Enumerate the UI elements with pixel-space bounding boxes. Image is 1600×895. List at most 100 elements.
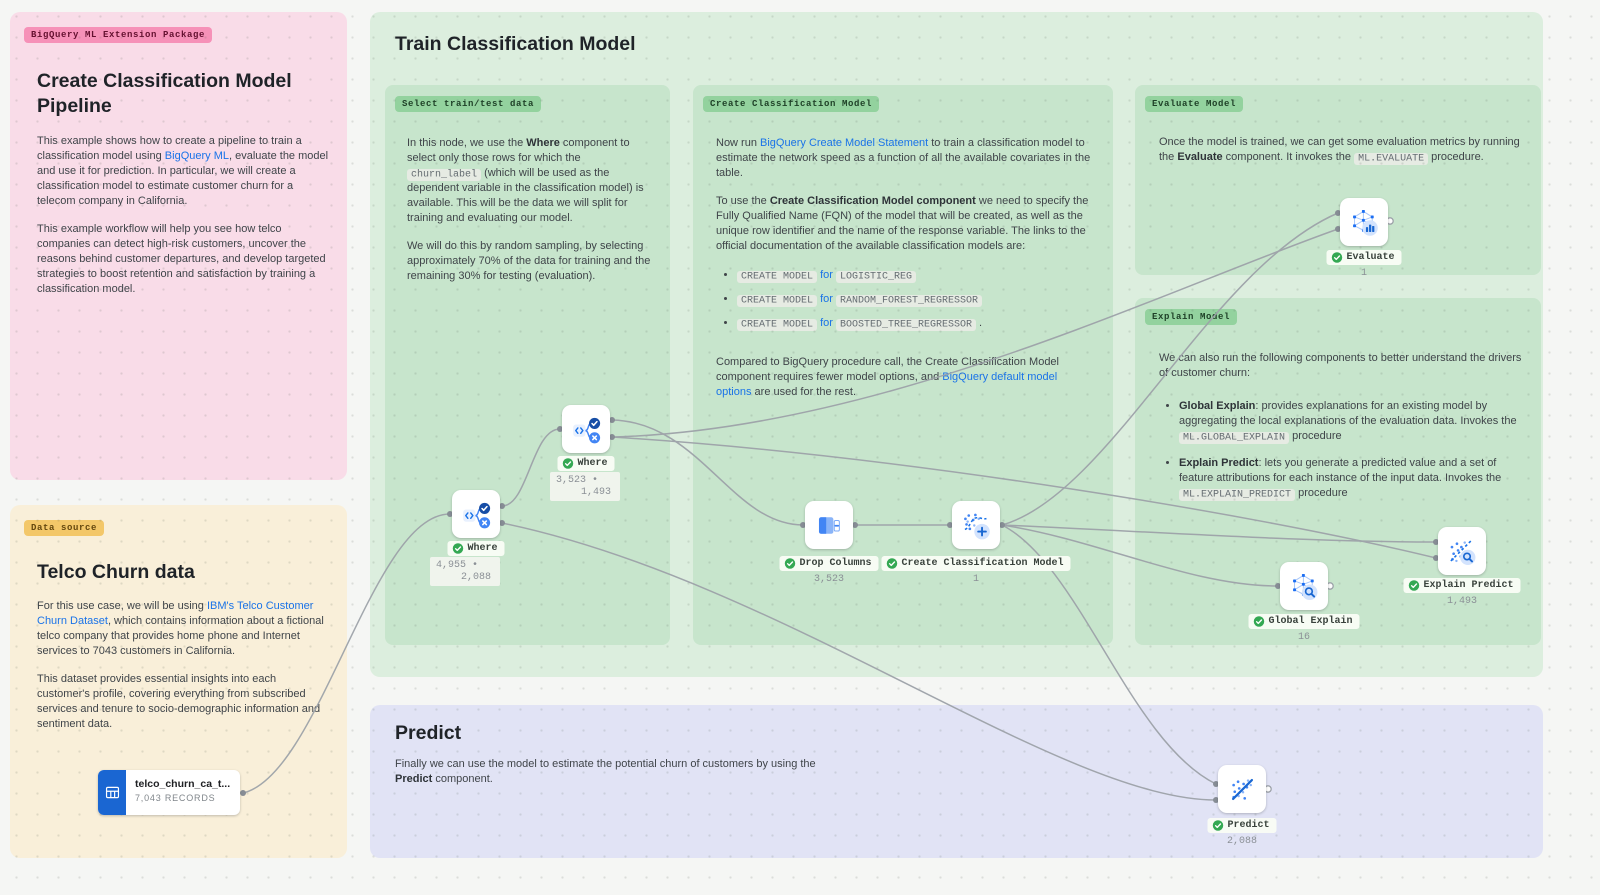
check-icon xyxy=(1408,580,1420,591)
port-explainpredict-in-data[interactable] xyxy=(1433,555,1439,561)
create-paragraph-2: To use the Create Classification Model c… xyxy=(716,194,1092,254)
text-segment: (which will be used as the dependent var… xyxy=(407,167,644,224)
explain-model-tag: Explain Model xyxy=(1145,309,1238,325)
bullet-random-forest: CREATE MODEL for RANDOM_FOREST_REGRESSOR xyxy=(737,292,1097,307)
node-label-text: Evaluate xyxy=(1346,252,1395,263)
text-segment: Explain Predict xyxy=(1179,457,1259,469)
port-where2-in[interactable] xyxy=(557,426,563,432)
check-icon xyxy=(1331,252,1343,263)
text-link[interactable]: BigQuery ML xyxy=(164,150,229,162)
port-evaluate-in-model[interactable] xyxy=(1335,210,1341,216)
node-count-create-model: 1 xyxy=(972,574,980,585)
text-segment: We can also run the following components… xyxy=(1159,352,1522,379)
port-globalexplain-in[interactable] xyxy=(1275,583,1281,589)
node-telco-data-source[interactable]: telco_churn_ca_t... 7,043 RECORDS xyxy=(98,770,240,815)
port-evaluate-in-data[interactable] xyxy=(1335,226,1341,232)
node-count-evaluate: 1 xyxy=(1360,268,1368,279)
node-label-where-1: Where xyxy=(447,541,505,556)
port-createmodel-out[interactable] xyxy=(999,522,1005,528)
package-tag: BigQuery ML Extension Package xyxy=(24,27,213,43)
text-segment: Predict xyxy=(395,773,433,785)
port-where1-in[interactable] xyxy=(447,511,453,517)
evaluate-icon xyxy=(1352,209,1378,236)
node-count-drop-columns: 3,523 xyxy=(813,574,845,585)
node-global-explain[interactable] xyxy=(1280,562,1328,610)
text-segment: procedure. xyxy=(1428,151,1484,163)
port-dropcolumns-out[interactable] xyxy=(852,522,858,528)
node-evaluate[interactable] xyxy=(1340,198,1388,246)
where-icon xyxy=(572,417,600,443)
source-record-count: 7,043 RECORDS xyxy=(135,793,216,803)
port-predict-in-data[interactable] xyxy=(1213,797,1219,803)
text-segment: For this use case, we will be using xyxy=(37,600,207,612)
port-predict-in-model[interactable] xyxy=(1213,781,1219,787)
code-chip: ML.EXPLAIN_PREDICT xyxy=(1179,488,1296,501)
node-label-text: Predict xyxy=(1227,820,1270,831)
code-chip: churn_label xyxy=(407,168,482,181)
predict-group-panel: Predict Finally we can use the model to … xyxy=(370,705,1543,858)
train-title: Train Classification Model xyxy=(395,33,636,55)
node-count-explain-predict: 1,493 xyxy=(1446,596,1478,607)
select-traintest-subpanel: Select train/test data In this node, we … xyxy=(385,85,670,645)
text-segment: component to select only those rows for … xyxy=(407,137,630,164)
text-segment: Now run xyxy=(716,137,761,149)
bullet-boosted-tree: CREATE MODEL for BOOSTED_TREE_REGRESSOR … xyxy=(737,316,1097,331)
text-segment: for xyxy=(817,269,836,281)
bullet-global-explain: Global Explain: provides explanations fo… xyxy=(1179,399,1517,444)
text-segment: In this node, we use the xyxy=(407,137,527,149)
text-link[interactable]: BigQuery Create Model Statement xyxy=(760,137,929,149)
node-label-create-model: Create Classification Model xyxy=(881,556,1071,571)
node-where-1[interactable] xyxy=(452,490,500,538)
node-drop-columns[interactable] xyxy=(805,501,853,549)
evaluate-model-subpanel: Evaluate Model Once the model is trained… xyxy=(1135,85,1541,275)
port-where1-out-fail[interactable] xyxy=(499,520,505,526)
port-where2-out-fail[interactable] xyxy=(609,434,615,440)
check-icon xyxy=(886,558,898,569)
text-segment: To use the xyxy=(716,195,770,207)
where-icon xyxy=(462,502,490,528)
node-label-evaluate: Evaluate xyxy=(1326,250,1402,265)
port-dropcolumns-in[interactable] xyxy=(800,522,806,528)
code-chip: ML.GLOBAL_EXPLAIN xyxy=(1179,431,1290,444)
predict-paragraph-1: Finally we can use the model to estimate… xyxy=(395,757,833,787)
check-icon xyxy=(452,543,464,554)
text-segment: This example shows how to create a pipel… xyxy=(37,135,302,162)
bullet-logistic-reg: CREATE MODEL for LOGISTIC_REG xyxy=(737,268,1097,283)
node-where-2[interactable] xyxy=(562,405,610,453)
text-segment: procedure xyxy=(1289,430,1342,442)
port-where2-out-pass[interactable] xyxy=(609,417,615,423)
create-model-tag: Create Classification Model xyxy=(703,96,880,112)
create-paragraph-1: Now run BigQuery Create Model Statement … xyxy=(716,136,1092,181)
global-explain-icon xyxy=(1292,573,1317,600)
node-label-text: Explain Predict xyxy=(1423,580,1514,591)
select-traintest-tag: Select train/test data xyxy=(395,96,542,112)
node-predict[interactable] xyxy=(1218,765,1266,813)
evaluate-paragraph-1: Once the model is trained, we can get so… xyxy=(1159,135,1521,165)
node-label-text: Where xyxy=(467,543,498,554)
explain-intro: We can also run the following components… xyxy=(1159,351,1527,381)
text-segment: . xyxy=(976,317,983,329)
datasource-paragraph-2: This dataset provides essential insights… xyxy=(37,672,331,732)
text-segment: component. xyxy=(432,773,493,785)
node-explain-predict[interactable] xyxy=(1438,527,1486,575)
drop-columns-icon xyxy=(818,516,840,534)
port-explainpredict-in-model[interactable] xyxy=(1433,539,1439,545)
predict-icon xyxy=(1231,778,1253,800)
text-segment: , evaluate the model and use it for pred… xyxy=(37,150,329,207)
text-segment: for xyxy=(817,293,836,305)
port-where1-out-pass[interactable] xyxy=(499,503,505,509)
node-create-classification-model[interactable] xyxy=(952,501,1000,549)
text-segment: Create Classification Model component xyxy=(769,195,976,207)
node-count-global-explain: 16 xyxy=(1297,632,1311,643)
package-title: Create Classification Model Pipeline xyxy=(37,70,292,117)
port-source-out[interactable] xyxy=(240,790,246,796)
code-chip: ML.EVALUATE xyxy=(1354,152,1429,165)
create-model-bullet-list: CREATE MODEL for LOGISTIC_REG CREATE MOD… xyxy=(737,268,1097,331)
code-chip: LOGISTIC_REG xyxy=(835,270,916,283)
select-paragraph-1: In this node, we use the Where component… xyxy=(407,136,655,226)
explain-bullet-list: Global Explain: provides explanations fo… xyxy=(1179,399,1517,501)
port-createmodel-in[interactable] xyxy=(947,522,953,528)
node-label-explain-predict: Explain Predict xyxy=(1403,578,1521,593)
create-paragraph-3: Compared to BigQuery procedure call, the… xyxy=(716,355,1092,400)
check-icon xyxy=(784,558,796,569)
